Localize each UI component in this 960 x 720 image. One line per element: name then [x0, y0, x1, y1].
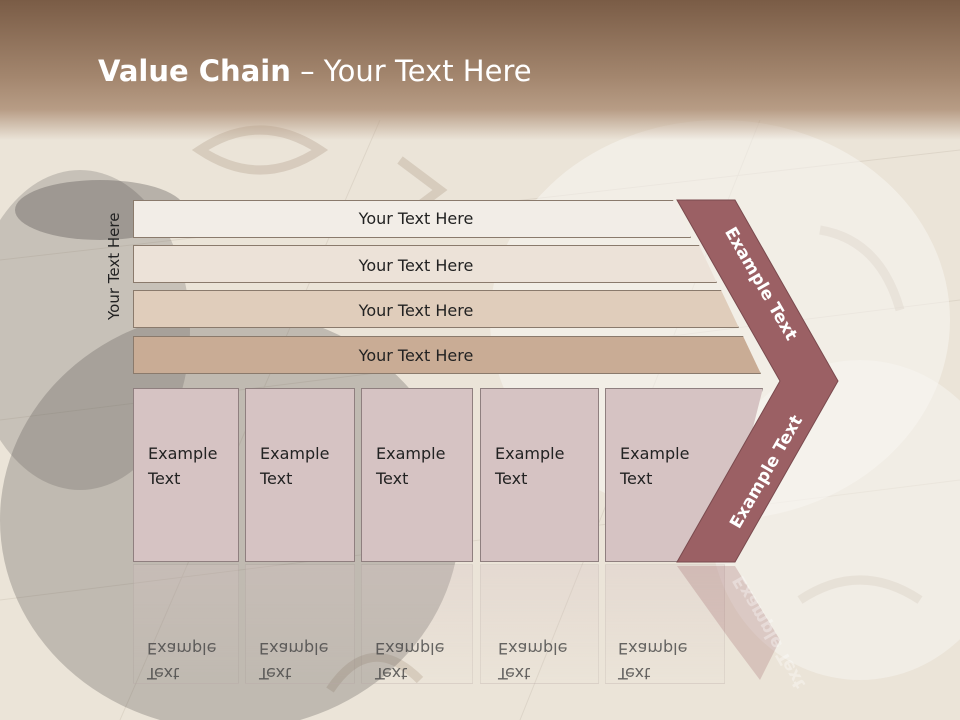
- activity-box-2-line1: Example: [260, 444, 330, 463]
- bar-2: [133, 245, 717, 283]
- slide-title-bold: Value Chain: [98, 54, 291, 88]
- activity-box-4-line1: Example: [495, 444, 565, 463]
- bar-3-label: Your Text Here: [358, 301, 474, 320]
- activity-box-1: Example Text: [133, 388, 239, 562]
- activity-box-2: Example Text: [245, 388, 355, 562]
- activity-box-5-line1: Example: [620, 444, 690, 463]
- reflection-box-3: [361, 564, 473, 684]
- activity-box-3-line1: Example: [376, 444, 446, 463]
- slide-title-rest: – Your Text Here: [290, 54, 532, 88]
- activity-box-4-line2: Text: [495, 469, 528, 488]
- activity-box-3-line2: Text: [376, 469, 409, 488]
- bar-4: [133, 336, 761, 374]
- bar-1-label: Your Text Here: [358, 209, 474, 228]
- chevron-reflection: [677, 566, 780, 680]
- activity-box-3: Example Text: [361, 388, 473, 562]
- bar-2-label: Your Text Here: [358, 256, 474, 275]
- activity-box-5-line2: Text: [620, 469, 653, 488]
- header-band: [0, 0, 960, 140]
- chevron-shape: [676, 199, 839, 563]
- bar-1: [133, 200, 691, 238]
- activity-box-2-line2: Text: [260, 469, 293, 488]
- bar-3: [133, 290, 739, 328]
- reflection-box-1: [133, 564, 239, 684]
- activity-box-4: Example Text: [480, 388, 599, 562]
- bar-4-label: Your Text Here: [358, 346, 474, 365]
- activity-box-1-line1: Example: [148, 444, 218, 463]
- activity-box-1-line2: Text: [148, 469, 181, 488]
- reflection-box-4: [480, 564, 599, 684]
- slide-title: Value Chain – Your Text Here: [98, 54, 532, 88]
- reflection-box-5: [605, 564, 725, 684]
- reflection-box-2: [245, 564, 355, 684]
